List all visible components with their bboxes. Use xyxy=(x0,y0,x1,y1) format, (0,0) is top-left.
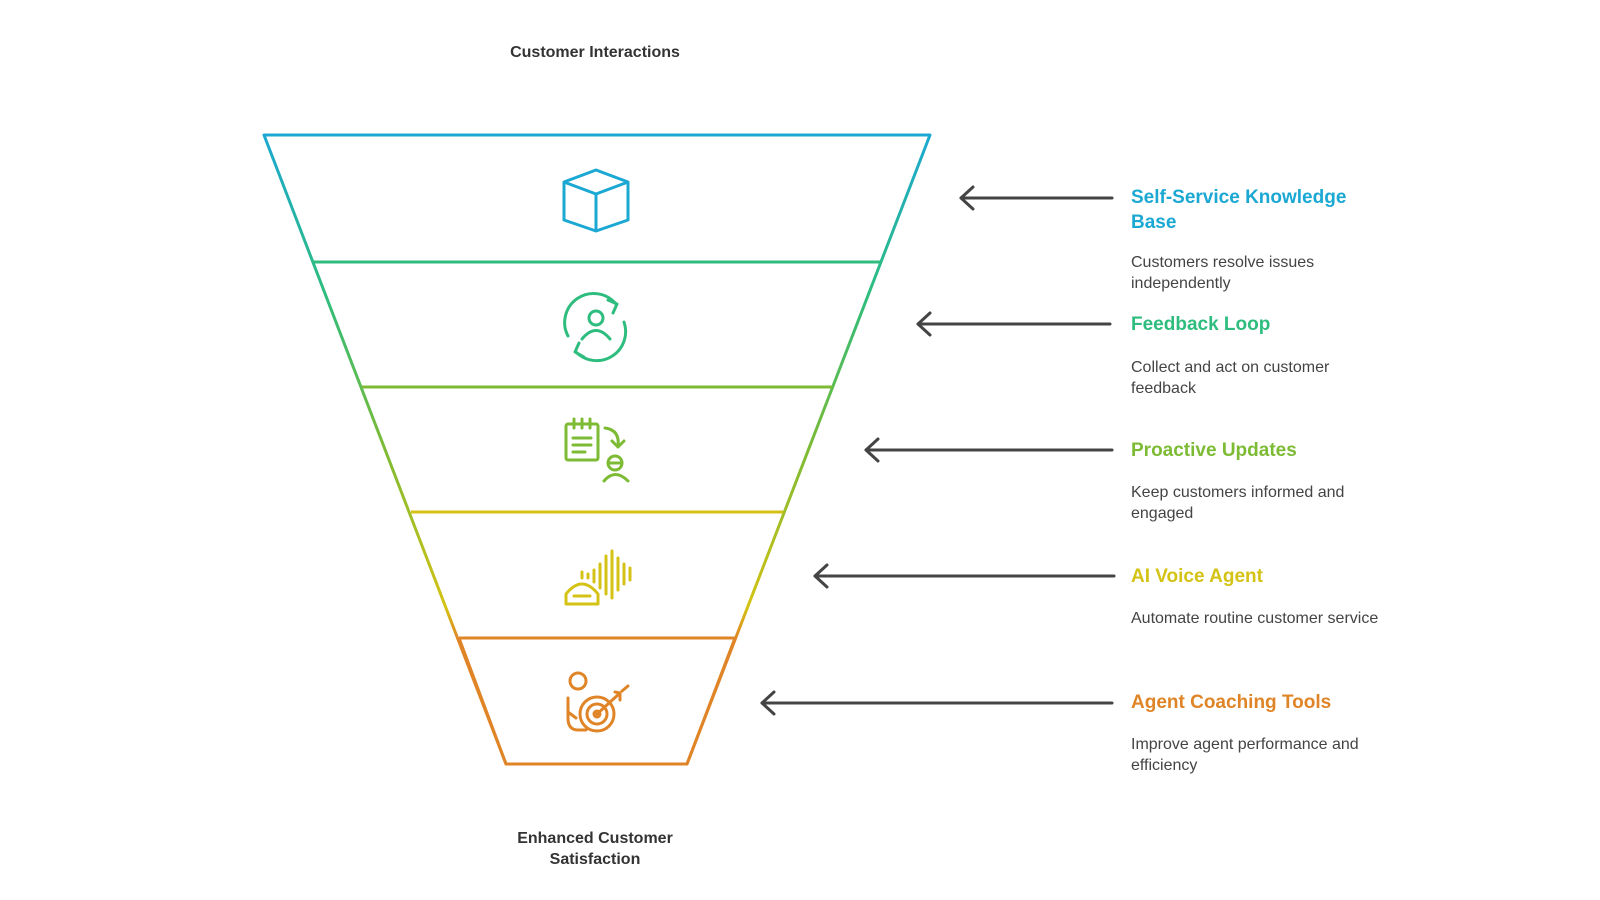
stage-desc-ai-voice-agent: Automate routine customer service xyxy=(1131,610,1379,627)
stage-title-proactive-updates: Proactive Updates xyxy=(1131,440,1297,461)
stage-title-ai-voice-agent: AI Voice Agent xyxy=(1131,566,1263,587)
cube-icon xyxy=(562,168,630,233)
arrow-3 xyxy=(864,437,1114,463)
arrow-2 xyxy=(916,311,1112,337)
stage-title-feedback-loop: Feedback Loop xyxy=(1131,314,1271,335)
stage-desc-self-service: Customers resolve issues independently xyxy=(1131,254,1315,292)
user-refresh-icon xyxy=(563,292,628,363)
person-target-icon xyxy=(566,671,630,733)
funnel-top-label: Customer Interactions xyxy=(510,44,680,61)
stage-desc-feedback-loop: Collect and act on customer feedback xyxy=(1131,359,1330,397)
arrow-5 xyxy=(760,690,1114,716)
stage-title-self-service: Self-Service Knowledge Base xyxy=(1131,187,1347,233)
funnel-bottom-label: Enhanced Customer Satisfaction xyxy=(517,830,673,868)
robot-soundwave-icon xyxy=(564,549,632,606)
stage-desc-agent-coaching: Improve agent performance and efficiency xyxy=(1131,736,1359,774)
arrow-4 xyxy=(813,563,1116,589)
stage-desc-proactive-updates: Keep customers informed and engaged xyxy=(1131,484,1345,522)
arrow-1 xyxy=(959,185,1114,211)
notepad-person-icon xyxy=(564,417,630,483)
funnel-bottom-segment xyxy=(457,637,737,766)
stage-title-agent-coaching: Agent Coaching Tools xyxy=(1131,692,1332,713)
